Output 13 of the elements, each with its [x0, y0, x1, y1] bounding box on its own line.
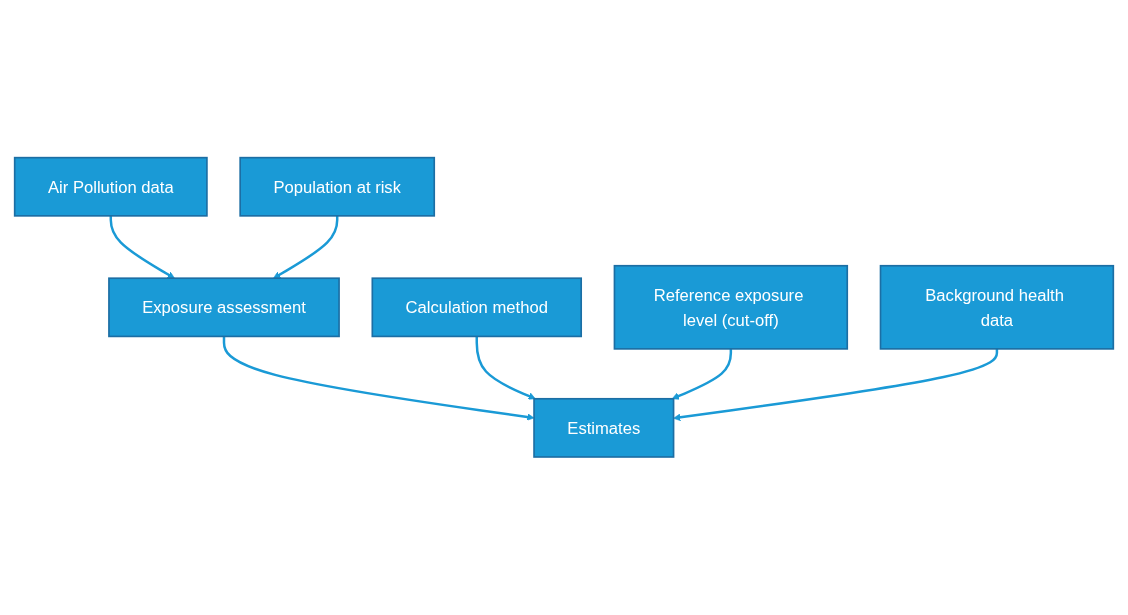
- node-box: Reference exposure level (cut-off): [613, 265, 849, 350]
- arrow: [222, 336, 535, 421]
- arrow: [273, 216, 339, 279]
- node-box: Estimates: [533, 398, 675, 458]
- arrow: [673, 349, 999, 422]
- arrow: [109, 216, 175, 279]
- node-box: Background health data: [879, 265, 1115, 350]
- node-box: Air Pollution data: [13, 157, 208, 217]
- node-box: Exposure assessment: [108, 277, 340, 338]
- arrow: [671, 349, 733, 400]
- node-box: Calculation method: [371, 277, 583, 338]
- arrow: [475, 336, 536, 400]
- node-box: Population at risk: [239, 157, 436, 217]
